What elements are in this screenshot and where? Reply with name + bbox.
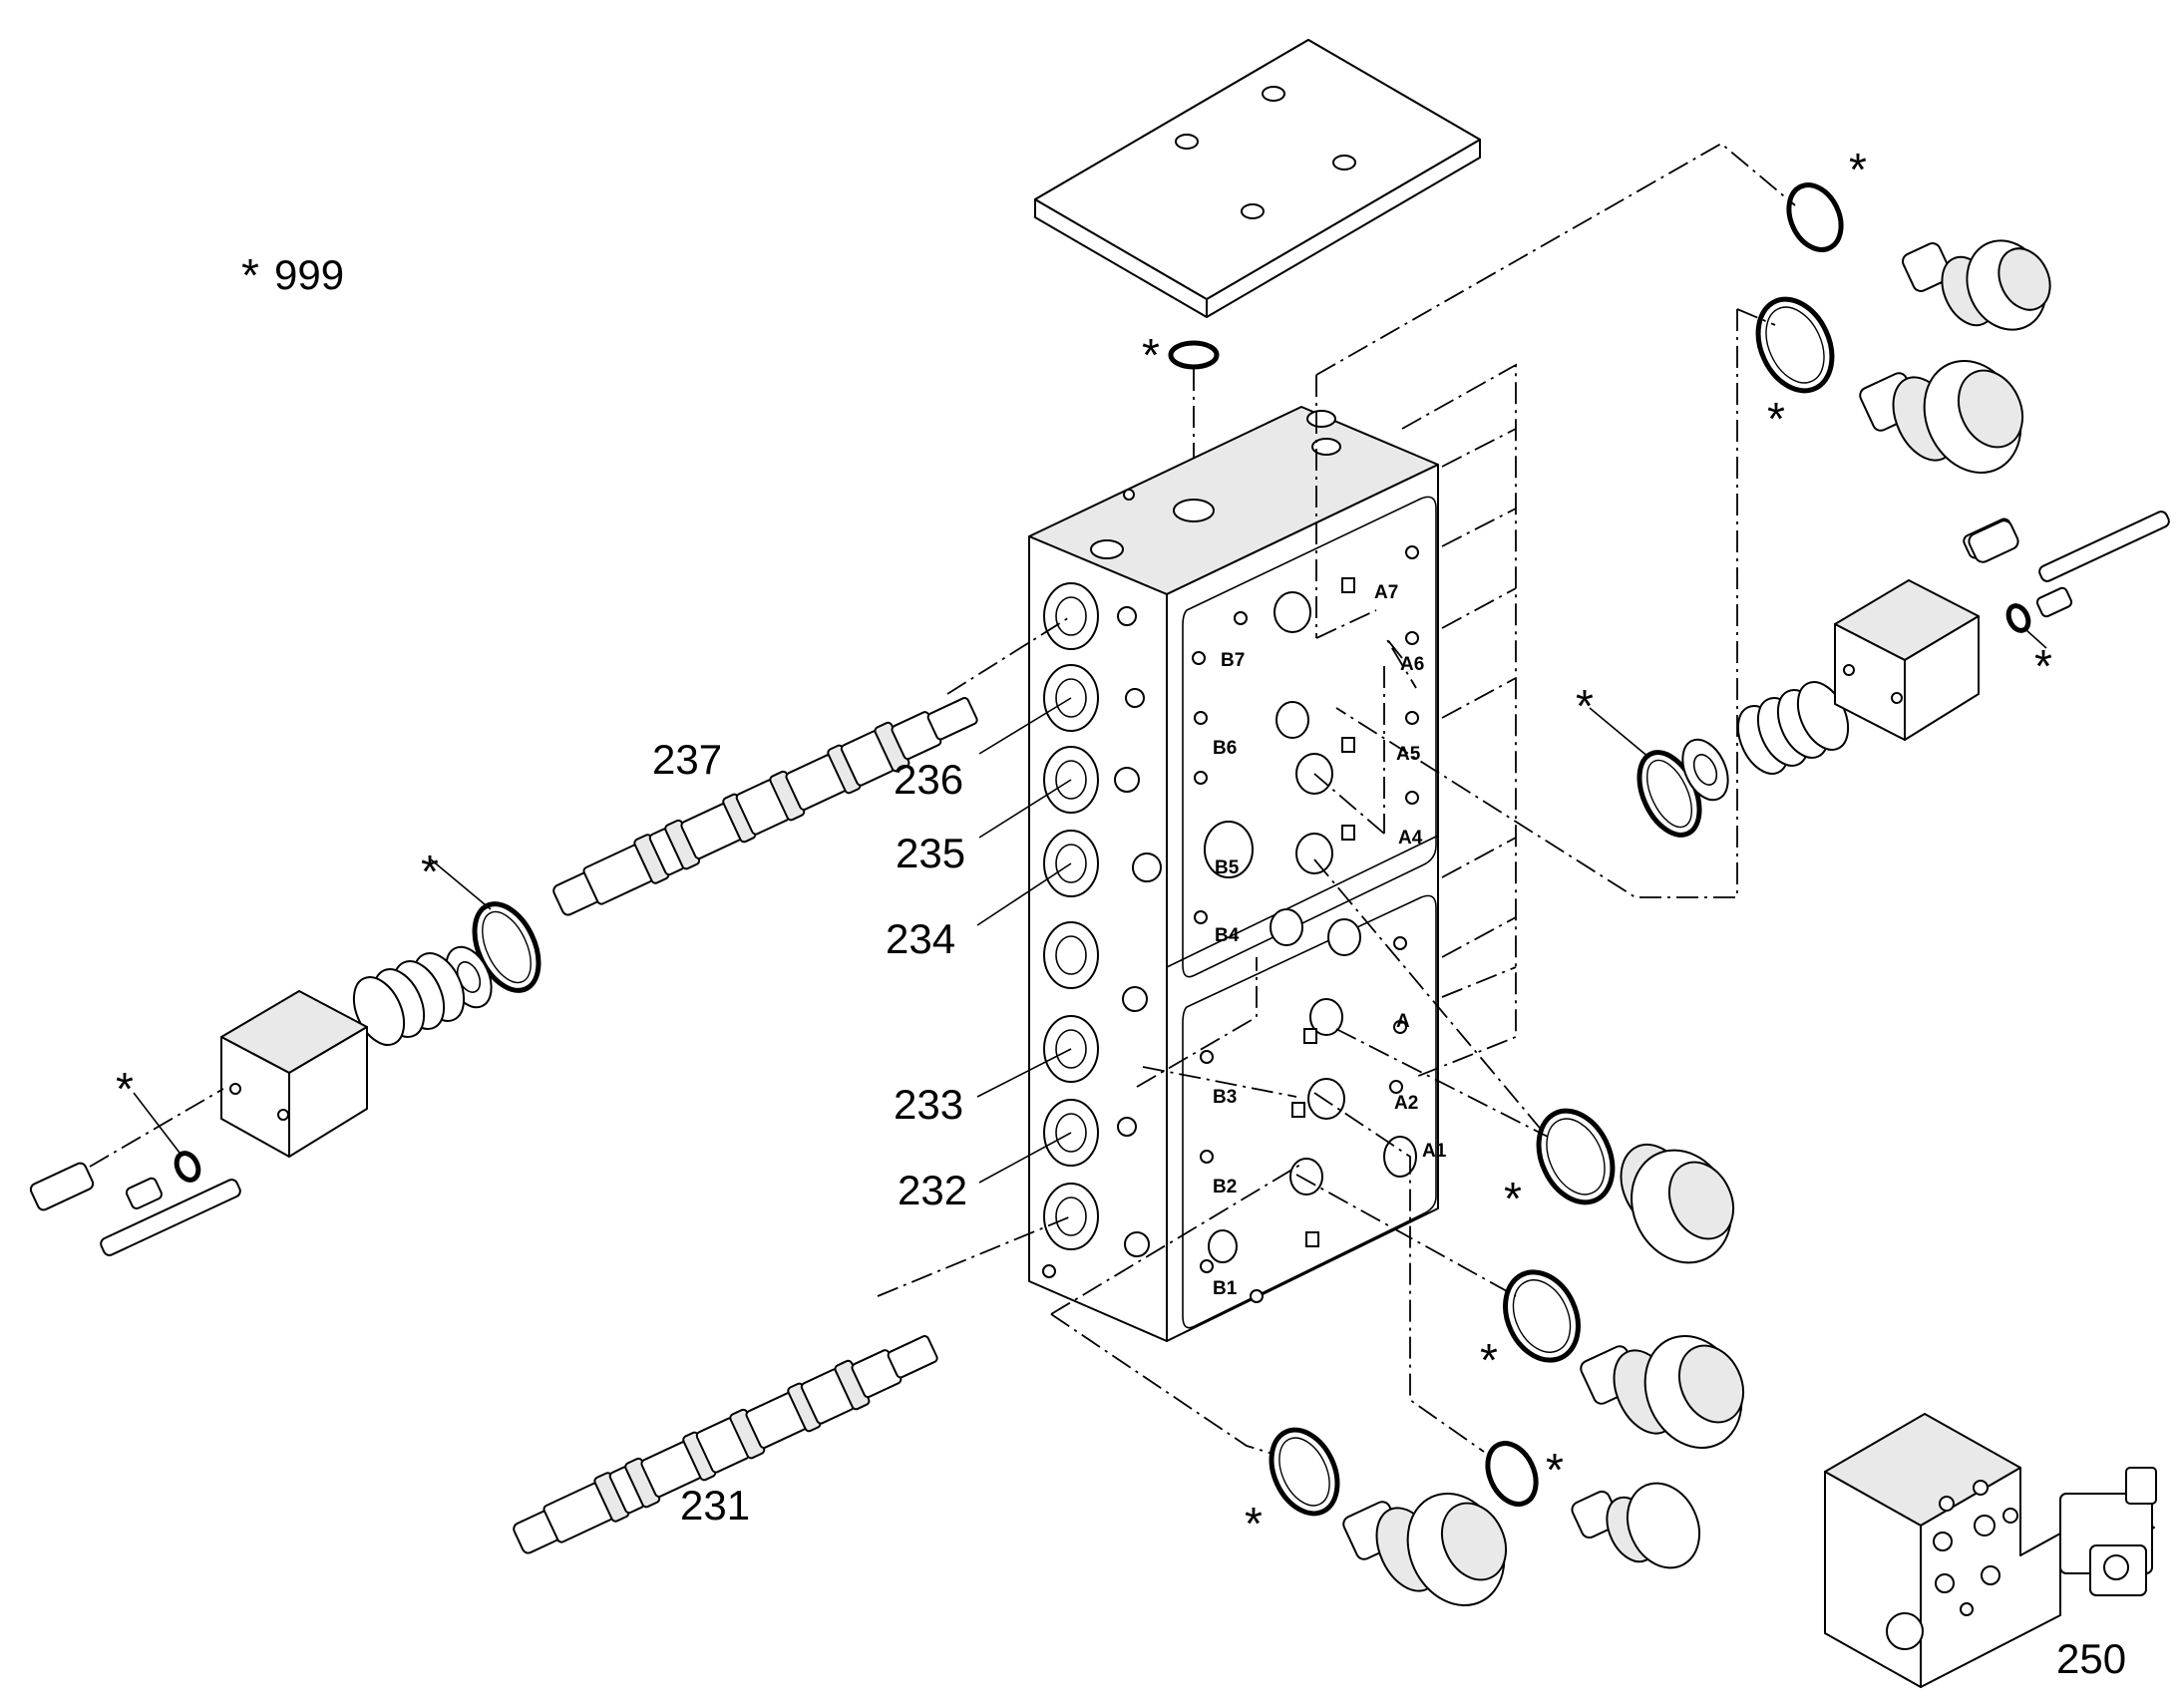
upper-relief-seal-mark: * (1849, 144, 1867, 195)
bottom-center-relief-seal: * (1480, 1269, 1581, 1386)
port-label-a5: A5 (1396, 744, 1421, 765)
callout-234: 234 (886, 915, 955, 962)
callout-231: 231 (680, 1482, 750, 1529)
port-label-a1: A1 (1422, 1141, 1447, 1162)
left-o-ring: * (421, 846, 542, 993)
port-label-a3: A (1396, 1011, 1410, 1032)
left-end-cap (220, 990, 368, 1158)
left-small-seal: * (116, 1063, 201, 1183)
port-label-b2: B2 (1213, 1177, 1237, 1197)
upper-relief-valve (1902, 239, 2051, 331)
port-label-b6: B6 (1213, 738, 1237, 759)
port-label-b7: B7 (1221, 650, 1245, 671)
right-spring (1736, 681, 1850, 775)
bottom-small-relief-valve (1571, 1482, 1700, 1569)
port-label-a4: A4 (1398, 828, 1423, 849)
spool-237 (552, 697, 978, 916)
right-end-cap (1834, 579, 1980, 741)
bottom-center-relief-seal-mark: * (1480, 1334, 1498, 1386)
bottom-center-relief-valve (1580, 1334, 1745, 1450)
callout-250: 250 (2056, 1635, 2126, 1682)
callout-237: 237 (652, 736, 722, 783)
small-plug (1968, 519, 2019, 563)
bottom-small-relief-seal-mark: * (1546, 1444, 1564, 1496)
right-small-seal-mark: * (2034, 640, 2052, 692)
callout-236: 236 (894, 756, 963, 803)
valve-body: A7 A6 A5 A4 A A2 A1 B7 B6 B5 B4 B3 B2 B1 (1028, 406, 1447, 1342)
port-label-a6: A6 (1400, 654, 1424, 675)
item-250-block (1824, 1413, 2157, 1688)
middle-relief-seal-mark: * (1767, 393, 1785, 445)
port-label-b1: B1 (1213, 1278, 1238, 1299)
port-label-b5: B5 (1215, 857, 1240, 878)
spool-231 (513, 1335, 938, 1554)
lower-right-relief-seal: * (1504, 1108, 1616, 1224)
assembly-lines (1050, 142, 1796, 1455)
middle-relief-valve (1859, 359, 2024, 475)
bottom-left-relief-valve (1342, 1492, 1508, 1607)
bottom-left-relief-seal-mark: * (1245, 1498, 1263, 1549)
callout-235: 235 (896, 830, 965, 876)
port-label-a7: A7 (1374, 582, 1398, 603)
left-small-seal-mark: * (116, 1063, 134, 1115)
left-fittings (29, 1088, 241, 1256)
note-code: 999 (274, 251, 344, 298)
callout-233: 233 (894, 1081, 963, 1128)
left-spring (352, 952, 466, 1046)
left-o-ring-mark: * (421, 846, 439, 897)
bottom-small-relief-seal: * (1485, 1441, 1564, 1507)
top-cover-plate (1034, 39, 1481, 318)
right-small-seal: * (2005, 603, 2052, 692)
note-asterisk: * (241, 249, 259, 301)
bottom-left-relief-seal: * (1245, 1427, 1340, 1549)
top-o-ring-mark: * (1142, 329, 1160, 381)
callout-232: 232 (898, 1167, 967, 1213)
upper-relief-seal: * (1786, 144, 1867, 252)
lower-right-relief-seal-mark: * (1504, 1173, 1522, 1224)
port-label-b3: B3 (1213, 1087, 1237, 1108)
port-label-b4: B4 (1215, 925, 1240, 946)
right-spring-seat (1681, 738, 1729, 802)
port-label-a2: A2 (1394, 1093, 1418, 1114)
middle-relief-seal: * (1755, 296, 1835, 445)
lower-right-relief-valve (1620, 1143, 1735, 1264)
right-o-ring-mark: * (1576, 680, 1594, 732)
